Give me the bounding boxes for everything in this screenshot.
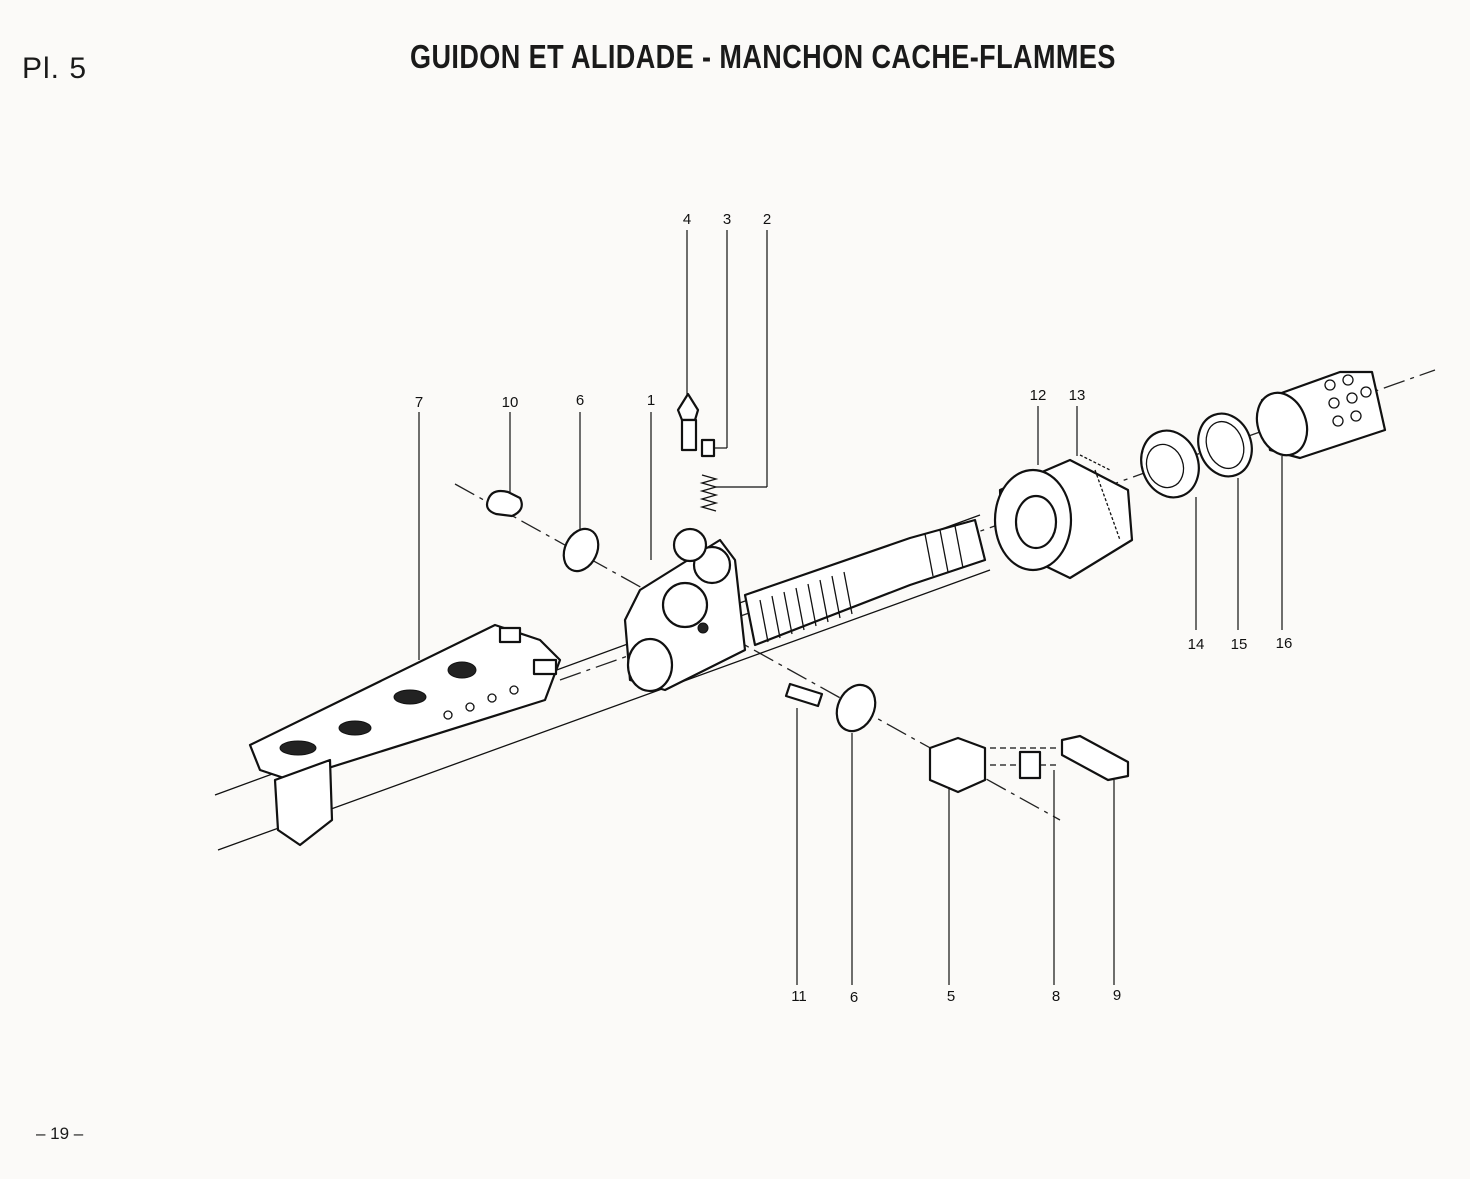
callout-6-upper: 6 [576, 392, 584, 409]
part-11-pin [784, 682, 824, 708]
part-15-washer [1197, 412, 1253, 478]
callout-2: 2 [763, 211, 771, 228]
part-7-sight-base [248, 623, 562, 847]
callout-9: 9 [1113, 987, 1121, 1004]
part-6-ring-lower [835, 683, 877, 733]
callout-10: 10 [502, 394, 519, 411]
part-4-screw [676, 392, 700, 452]
plate-number: Pl. 5 [22, 52, 88, 85]
part-6-ring-upper [562, 527, 600, 573]
part-10-clip [485, 489, 523, 518]
part-12-13-flash-hider [993, 454, 1134, 580]
callout-6-lower: 6 [850, 989, 858, 1006]
callout-4: 4 [683, 211, 691, 228]
part-9-cover [1060, 734, 1130, 782]
leader-lines [418, 230, 1283, 985]
callout-13: 13 [1069, 387, 1086, 404]
callout-3: 3 [723, 211, 731, 228]
part-2-spring [699, 474, 719, 512]
callout-11: 11 [791, 988, 807, 1005]
callout-5: 5 [947, 988, 955, 1005]
part-3-plunger [700, 438, 716, 458]
part-1-front-sight [623, 527, 747, 693]
page-number: – 19 – [36, 1124, 84, 1143]
part-8-pins [990, 747, 1060, 780]
part-14-nut [1140, 429, 1200, 499]
callout-12: 12 [1030, 387, 1047, 404]
callout-7: 7 [415, 394, 423, 411]
part-5-block [928, 736, 987, 794]
callout-16: 16 [1276, 635, 1293, 652]
callout-15: 15 [1231, 636, 1248, 653]
page-title: GUIDON ET ALIDADE - MANCHON CACHE-FLAMME… [410, 38, 1116, 75]
callout-1: 1 [647, 392, 655, 409]
part-16-muzzle-cap [1255, 370, 1387, 460]
callout-8: 8 [1052, 988, 1060, 1005]
callout-14: 14 [1188, 636, 1205, 653]
